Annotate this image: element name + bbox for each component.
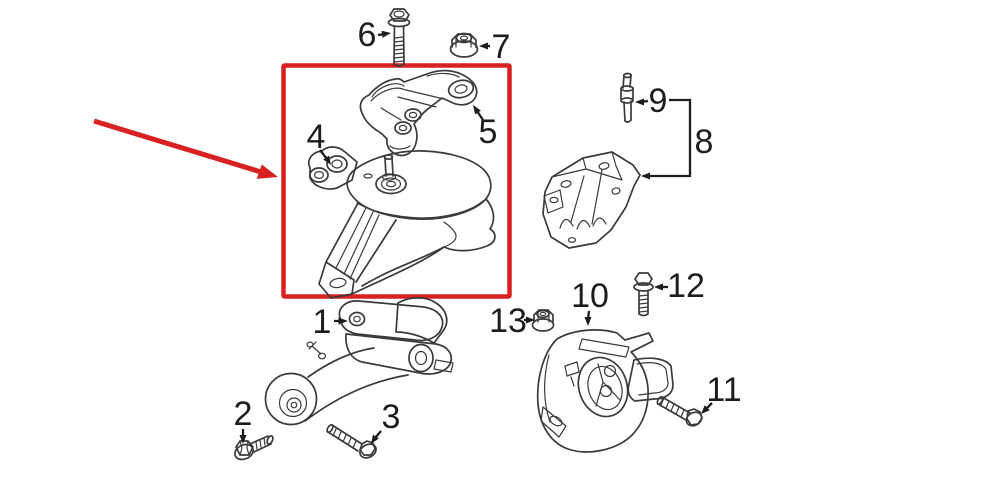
callout-4-label: 4 (307, 118, 326, 156)
part-4-engine-mount (307, 146, 496, 299)
part-7-flange-nut-icon (449, 32, 479, 58)
callout-4-arrow (319, 149, 331, 165)
callout-8-bracket-line (641, 98, 692, 180)
part-5-support-bracket (359, 69, 478, 157)
part-11-bolt-icon (656, 396, 703, 427)
callout-2-label: 2 (234, 395, 253, 433)
callout-12-arrow (654, 283, 668, 291)
part-6-flange-bolt-icon (387, 8, 411, 67)
callout-11-arrow (701, 402, 713, 414)
callout-12-label: 12 (667, 267, 705, 305)
highlight-arrow (93, 118, 278, 179)
callout-13-label: 13 (489, 302, 527, 340)
callout-7-label: 7 (492, 28, 511, 66)
callout-7-arrow (479, 42, 490, 50)
callout-9-arrow (635, 98, 649, 106)
part-13-flange-nut-icon (531, 309, 555, 332)
part-10-transmission-mount (536, 329, 674, 453)
callout-10-label: 10 (571, 277, 609, 315)
callout-10-arrow (584, 310, 592, 326)
callout-6-arrow (377, 30, 391, 38)
callout-9-label: 9 (649, 82, 668, 120)
part-1-torque-strut-mount (264, 296, 454, 426)
callout-5-arrow (473, 105, 484, 121)
callout-6-label: 6 (358, 16, 377, 54)
callout-3-label: 3 (382, 398, 401, 436)
part-3-bolt-icon (326, 423, 377, 459)
highlight-box (281, 63, 512, 299)
callout-1-label: 1 (313, 303, 332, 341)
callout-11-label: 11 (706, 371, 741, 409)
callout-1-arrow (334, 317, 348, 325)
callout-8-label: 8 (695, 123, 714, 161)
part-2-bolt-icon (234, 435, 274, 461)
part-8-engine-bracket (542, 151, 641, 249)
callout-5-label: 5 (479, 113, 498, 151)
callout-13-arrow (524, 316, 535, 324)
callout-2-arrow (239, 429, 247, 444)
part-9-stud-icon (620, 72, 634, 123)
part-12-bolt-icon (633, 272, 654, 317)
callout-3-arrow (371, 430, 382, 444)
